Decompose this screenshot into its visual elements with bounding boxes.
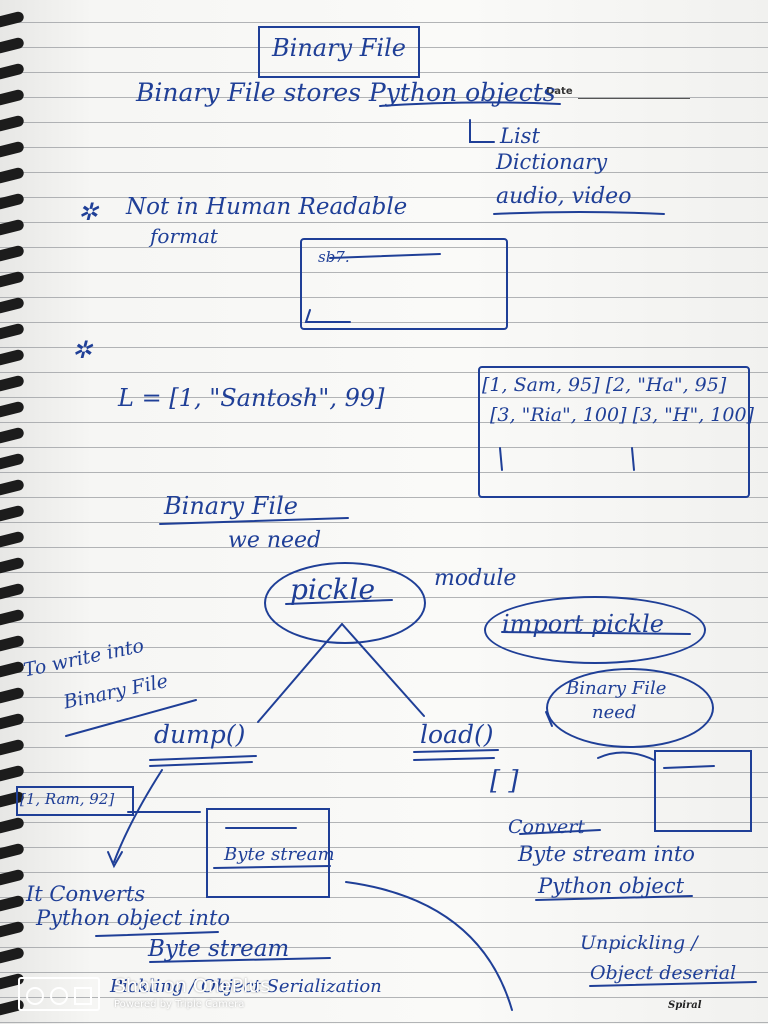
need-heading: Binary File bbox=[164, 492, 298, 520]
list-example: L = [1, "Santosh", 99] bbox=[118, 384, 385, 412]
serialization: Pickling / Object Serialization bbox=[110, 976, 382, 997]
ruled-line bbox=[0, 247, 768, 248]
ruled-line bbox=[0, 397, 768, 398]
pickle-oval bbox=[264, 562, 426, 644]
ruled-line bbox=[0, 872, 768, 873]
convert-line-1: Byte stream into bbox=[518, 842, 695, 866]
ruled-line bbox=[0, 822, 768, 823]
dump-label: dump() bbox=[154, 720, 246, 749]
ruled-line bbox=[0, 72, 768, 73]
it-converts: It Converts bbox=[26, 882, 146, 906]
ruled-line bbox=[0, 922, 768, 923]
line-stores: Binary File stores Python objects bbox=[136, 78, 556, 107]
ruled-line bbox=[0, 222, 768, 223]
ruled-line bbox=[0, 297, 768, 298]
bubble-line-2: need bbox=[592, 702, 637, 723]
heading-box bbox=[258, 26, 420, 78]
not-readable: Not in Human Readable bbox=[126, 194, 408, 220]
ruled-line bbox=[0, 647, 768, 648]
bubble-line-1: Binary File bbox=[566, 678, 667, 699]
star-icon: ✲ bbox=[78, 198, 99, 226]
need-subheading: we need bbox=[228, 528, 322, 553]
ruled-line bbox=[0, 97, 768, 98]
convert-line-2: Python object bbox=[538, 874, 685, 898]
ruled-line bbox=[0, 947, 768, 948]
watermark-title: Shot on OnePlus bbox=[114, 975, 271, 997]
ruled-line bbox=[0, 322, 768, 323]
ruled-line bbox=[0, 847, 768, 848]
ruled-line bbox=[0, 547, 768, 548]
records-box bbox=[478, 366, 750, 498]
small-record: [1, Ram, 92] bbox=[20, 790, 115, 808]
ruled-line bbox=[0, 897, 768, 898]
camera-lens-icon bbox=[18, 977, 100, 1011]
object-deserial: Object deserial bbox=[590, 962, 737, 984]
pickle-label: pickle bbox=[290, 573, 376, 606]
records-line-2: [3, "Ria", 100] [3, "H", 100] bbox=[490, 404, 754, 426]
load-label: load() bbox=[420, 720, 494, 749]
not-readable-2: format bbox=[150, 224, 218, 248]
watermark-subtitle: Powered by Triple Camera bbox=[114, 999, 245, 1010]
ruled-line bbox=[0, 797, 768, 798]
ruled-line bbox=[0, 22, 768, 23]
bubble-oval bbox=[546, 668, 714, 748]
ruled-line bbox=[0, 497, 768, 498]
ruled-line bbox=[0, 147, 768, 148]
ruled-line bbox=[0, 347, 768, 348]
ruled-line bbox=[0, 197, 768, 198]
ruled-line bbox=[0, 772, 768, 773]
small-record-box bbox=[16, 786, 134, 816]
ruled-line bbox=[0, 372, 768, 373]
ruled-line bbox=[0, 972, 768, 973]
ruled-line bbox=[0, 747, 768, 748]
file-box-2 bbox=[654, 750, 752, 832]
ruled-line bbox=[0, 47, 768, 48]
bytestream-label: Byte stream bbox=[224, 844, 335, 865]
module-label: module bbox=[434, 566, 517, 591]
byte-stream-2: Byte stream bbox=[148, 936, 290, 962]
import-oval bbox=[484, 596, 706, 664]
ruled-line bbox=[0, 172, 768, 173]
star-icon-2: ✲ bbox=[72, 336, 93, 364]
date-label: Date bbox=[546, 86, 573, 97]
ruled-line bbox=[0, 722, 768, 723]
unpickling: Unpickling / bbox=[580, 932, 698, 954]
records-line-1: [1, Sam, 95] [2, "Ha", 95] bbox=[482, 374, 727, 396]
ruled-line bbox=[0, 697, 768, 698]
branch-media: audio, video bbox=[496, 184, 632, 209]
ruled-line bbox=[0, 997, 768, 998]
ruled-line bbox=[0, 472, 768, 473]
bracket-label: [ ] bbox=[490, 766, 519, 796]
bytestream-box bbox=[206, 808, 330, 898]
ruled-line bbox=[0, 447, 768, 448]
branch-list: List bbox=[500, 124, 540, 148]
ruled-line bbox=[0, 272, 768, 273]
ruled-line bbox=[0, 422, 768, 423]
branch-dictionary: Dictionary bbox=[496, 150, 608, 174]
brand-label: Spiral bbox=[668, 1000, 702, 1011]
ruled-line bbox=[0, 1022, 768, 1023]
file-box bbox=[300, 238, 508, 330]
heading: Binary File bbox=[272, 34, 406, 62]
ruled-line bbox=[0, 522, 768, 523]
ruled-line bbox=[0, 122, 768, 123]
date-underline bbox=[578, 98, 690, 99]
python-object-into: Python object into bbox=[36, 906, 231, 930]
